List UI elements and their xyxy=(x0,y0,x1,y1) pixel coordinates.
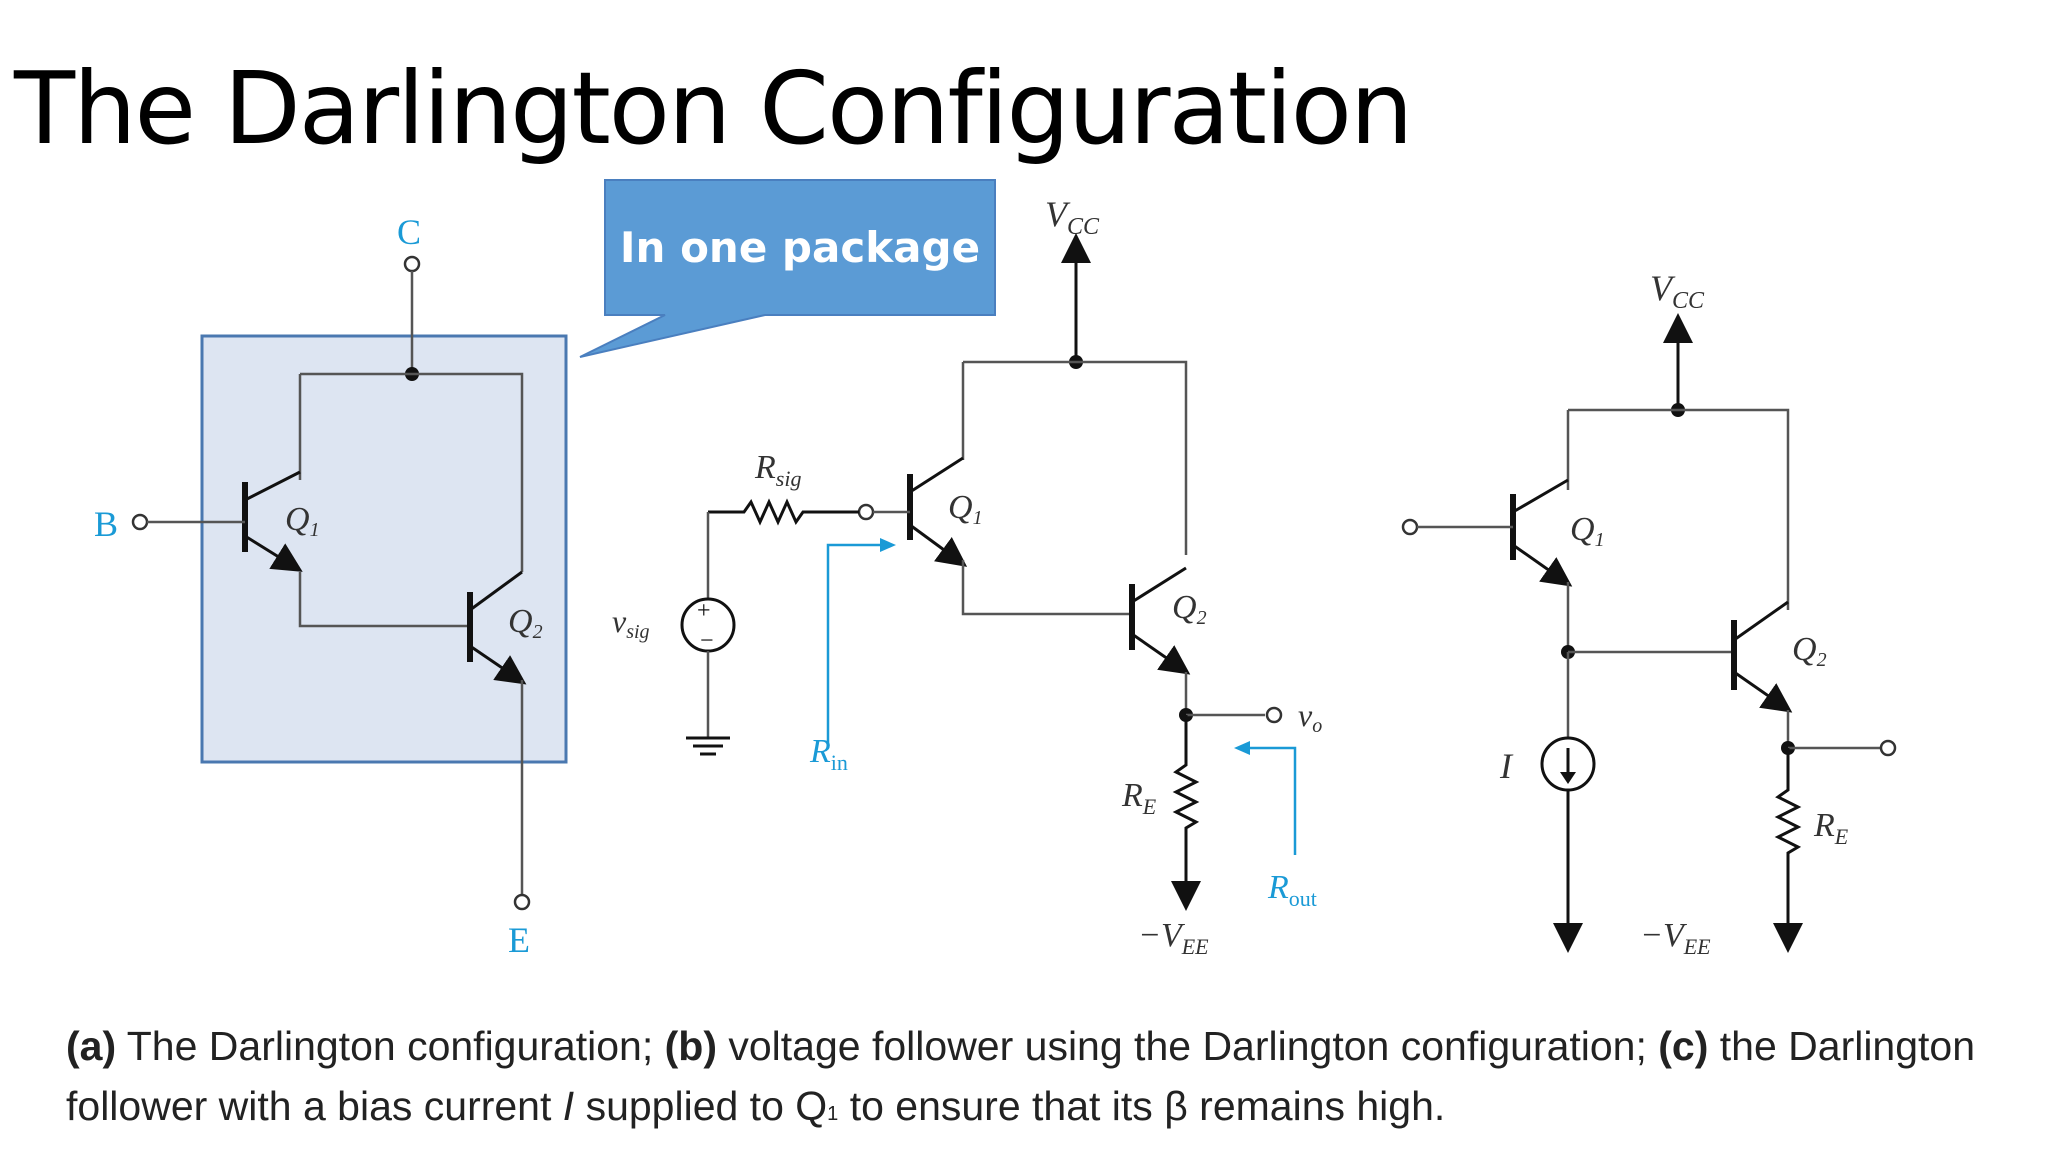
page-title: The Darlington Configuration xyxy=(14,50,1413,167)
label-vcc-c: VCC xyxy=(1650,268,1705,314)
label-e-terminal: E xyxy=(508,920,530,960)
package-box xyxy=(200,334,568,764)
callout-text: In one package xyxy=(619,223,981,272)
circuit-b xyxy=(680,233,1297,911)
caption-a-label: (a) xyxy=(66,1023,117,1069)
caption-c-label: (c) xyxy=(1658,1023,1709,1069)
label-i-source: I xyxy=(1499,746,1514,786)
label-q2-a: Q2 xyxy=(508,603,543,643)
caption-b-text: voltage follower using the Darlington co… xyxy=(716,1023,1659,1069)
label-q1-a: Q1 xyxy=(285,501,320,541)
caption-a-text: The Darlington configuration; xyxy=(116,1023,665,1069)
label-rsig: Rsig xyxy=(754,449,801,491)
caption-c-i: I xyxy=(562,1083,575,1129)
label-c-terminal: C xyxy=(397,212,421,252)
label-rin: Rin xyxy=(809,733,848,775)
label-q1-b: Q1 xyxy=(948,489,983,529)
label-q2-c: Q2 xyxy=(1792,631,1827,671)
label-rout: Rout xyxy=(1267,869,1317,911)
caption-c-text-1: the Darlington follower with a bias curr… xyxy=(66,1023,1976,1129)
label-plus: + xyxy=(697,598,711,624)
circuit-a xyxy=(131,255,568,911)
caption-b-label: (b) xyxy=(664,1023,717,1069)
figure-caption: (a) The Darlington configuration; (b) vo… xyxy=(66,1016,2006,1144)
label-q2-b: Q2 xyxy=(1172,589,1207,629)
label-re-c: RE xyxy=(1813,807,1849,849)
circuit-c xyxy=(1401,313,1897,953)
callout-bubble xyxy=(579,179,996,358)
label-vo: vo xyxy=(1298,697,1322,737)
label-q1-c: Q1 xyxy=(1570,511,1605,551)
caption-c-text-3: to ensure that its β remains high. xyxy=(838,1083,1446,1129)
caption-c-sub: 1 xyxy=(827,1103,839,1125)
label-b-terminal: B xyxy=(94,504,118,544)
label-vee-b: −VEE xyxy=(1138,917,1209,959)
label-vcc-b: VCC xyxy=(1045,194,1100,240)
label-minus: − xyxy=(700,628,714,654)
label-vee-c: −VEE xyxy=(1640,917,1711,959)
caption-c-text-2: supplied to Q xyxy=(574,1083,828,1129)
label-re-b: RE xyxy=(1121,777,1157,819)
label-vsig: vsig xyxy=(612,603,650,643)
